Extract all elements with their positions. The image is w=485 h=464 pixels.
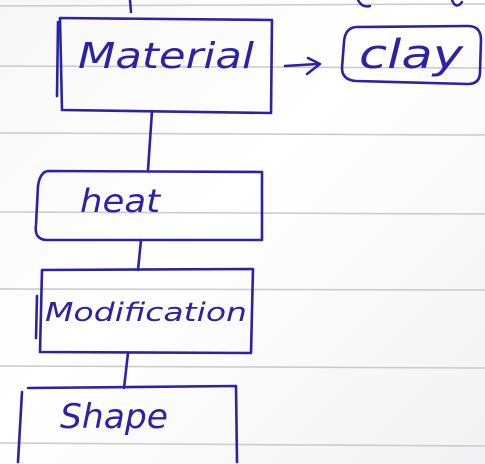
shape-box [16, 384, 239, 464]
ruled-line [0, 365, 485, 369]
ruled-line [0, 211, 485, 215]
modification-label: Modification [45, 298, 247, 328]
modification-box [38, 267, 255, 355]
ruled-lines [0, 3, 485, 447]
heat-box [34, 169, 264, 242]
stray-stroke [450, 0, 464, 7]
material-box [58, 16, 274, 115]
heat-label: heat [80, 182, 162, 220]
clay-box [340, 24, 483, 86]
modification-box-overstroke [34, 294, 39, 340]
material-label: Material [78, 36, 254, 77]
ruled-line [0, 288, 485, 291]
ruled-line [0, 442, 485, 447]
clay-label: clay [359, 32, 465, 78]
material-box-overstroke [55, 20, 60, 98]
arrow-material-to-clay [283, 62, 320, 68]
connector-material-heat [146, 109, 154, 172]
shape-label: Shape [60, 397, 168, 437]
stray-pen-marks [128, 0, 464, 14]
ruled-line [0, 3, 485, 7]
connector-modification-shape [122, 351, 130, 390]
arrowhead-icon [305, 56, 322, 76]
connector-heat-modification [136, 238, 143, 272]
stray-stroke [356, 0, 372, 8]
ruled-line [0, 65, 485, 69]
ruled-line [0, 132, 485, 136]
stray-stroke [128, 0, 133, 14]
